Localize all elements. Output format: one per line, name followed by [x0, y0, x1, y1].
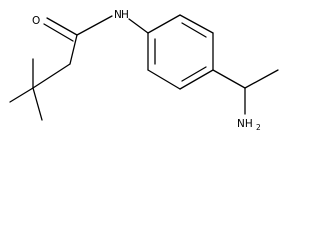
amide-nitrogen-label: N	[114, 9, 122, 21]
bond-carbonyl-nitrogen	[76, 15, 113, 36]
molecule-svg: O N H NH 2	[9, 9, 279, 132]
amide-hydrogen-label: H	[121, 9, 129, 21]
amine-subscript-label: 2	[256, 123, 261, 132]
bond-ring-chiral-carbon	[212, 69, 246, 89]
bond-methyl-left	[9, 87, 34, 103]
ring-bond-1	[147, 14, 181, 34]
bond-methyl-bottom	[32, 87, 43, 121]
amine-nitrogen-label: NH	[237, 118, 253, 130]
bond-quaternary-ch2	[32, 63, 71, 89]
ring-bond-4	[179, 69, 214, 90]
ring-bond-2	[179, 14, 214, 34]
bond-nitrogen-ring	[128, 18, 149, 34]
structure-diagram: O N H NH 2	[9, 9, 279, 132]
oxygen-label: O	[32, 15, 40, 27]
bond-carbonyl-oxygen-1	[46, 17, 78, 36]
bond-chiral-methyl	[244, 69, 279, 89]
ring-inner-bond-2	[181, 22, 207, 38]
bond-ch2-carbonyl	[69, 34, 78, 65]
bond-carbonyl-oxygen-2	[43, 23, 74, 42]
ring-inner-bond-3	[181, 66, 207, 82]
ring-bond-5	[147, 69, 181, 90]
